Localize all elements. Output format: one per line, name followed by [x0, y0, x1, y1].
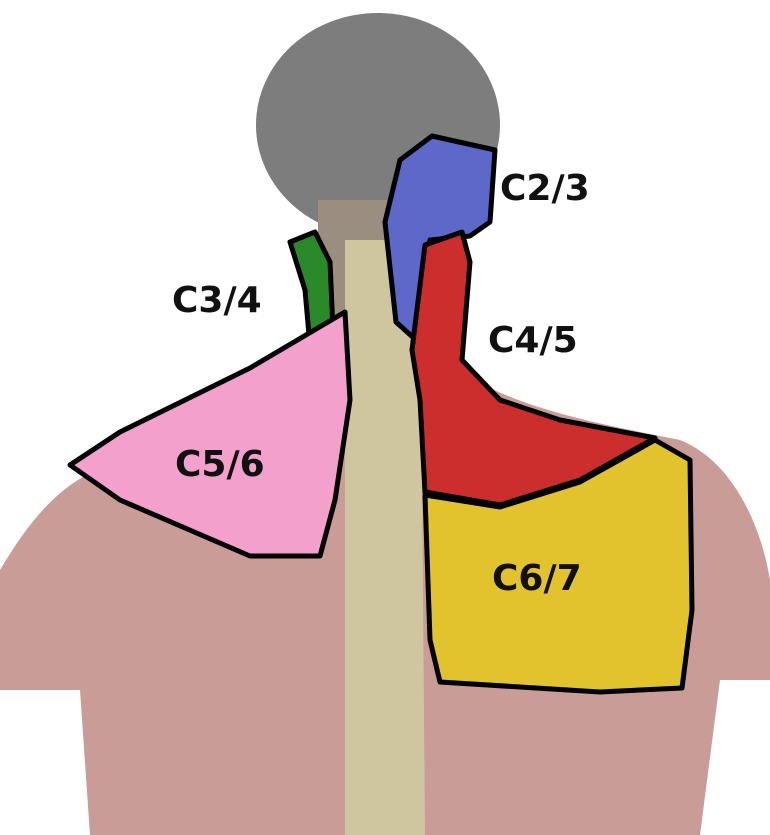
zone-c6-7: [422, 437, 695, 695]
label-c2-3: C2/3: [500, 168, 590, 209]
spine: [345, 240, 425, 835]
label-c5-6: C5/6: [175, 444, 265, 485]
label-c4-5: C4/5: [488, 320, 578, 361]
label-c3-4: C3/4: [172, 280, 262, 321]
label-c6-7: C6/7: [492, 558, 582, 599]
zone-c5-6: [67, 309, 353, 559]
